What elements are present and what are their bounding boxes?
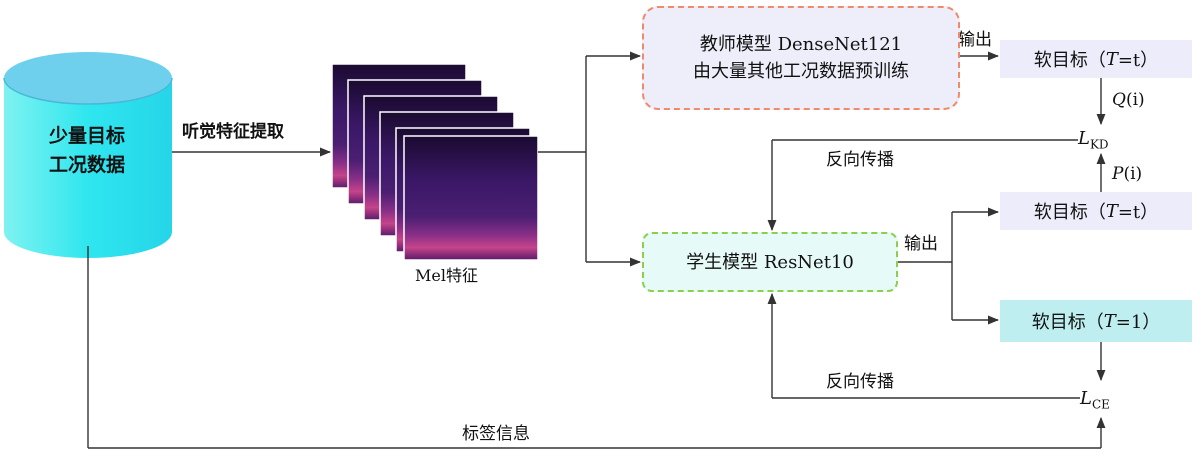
source-line-2: 工况数据 — [48, 154, 125, 177]
arrow-label-info — [87, 246, 1106, 449]
student-label: 学生模型 ResNet10 — [686, 251, 854, 273]
arrow-student-output — [898, 207, 1000, 325]
source-data-label: 少量目标 工况数据 — [6, 122, 168, 181]
teacher-model-box: 教师模型 DenseNet121 由大量其他工况数据预训练 — [642, 6, 960, 110]
data-cylinder — [3, 52, 173, 258]
teacher-line-2: 由大量其他工况数据预训练 — [693, 61, 909, 82]
backprop-kd-label: 反向传播 — [826, 150, 894, 170]
feature-extraction-label: 听觉特征提取 — [182, 122, 284, 142]
teacher-output-label: 输出 — [958, 30, 992, 50]
p-distribution-label: P(i) — [1112, 164, 1143, 184]
backprop-ce-label: 反向传播 — [826, 372, 894, 392]
arrow-backprop-kd — [767, 139, 1078, 232]
loss-ce-label: LCE — [1080, 388, 1110, 412]
mel-feature-label: Mel特征 — [415, 266, 478, 285]
mel-spectrogram-stack — [331, 63, 539, 261]
soft-target-student-t: 软目标（T=t） — [1000, 192, 1192, 230]
q-distribution-label: Q(i) — [1112, 90, 1145, 110]
arrow-backprop-ce — [767, 292, 1080, 399]
student-output-label: 输出 — [904, 234, 938, 254]
source-line-1: 少量目标 — [48, 125, 125, 147]
loss-kd-label: LKD — [1078, 128, 1109, 152]
arrow-fork — [538, 51, 642, 267]
soft-target-student-1: 软目标（T=1） — [1000, 300, 1192, 342]
label-info-label: 标签信息 — [462, 424, 530, 444]
teacher-line-1: 教师模型 DenseNet121 — [699, 34, 903, 55]
student-model-box: 学生模型 ResNet10 — [642, 232, 898, 292]
soft-target-teacher: 软目标（T=t） — [1000, 40, 1192, 78]
